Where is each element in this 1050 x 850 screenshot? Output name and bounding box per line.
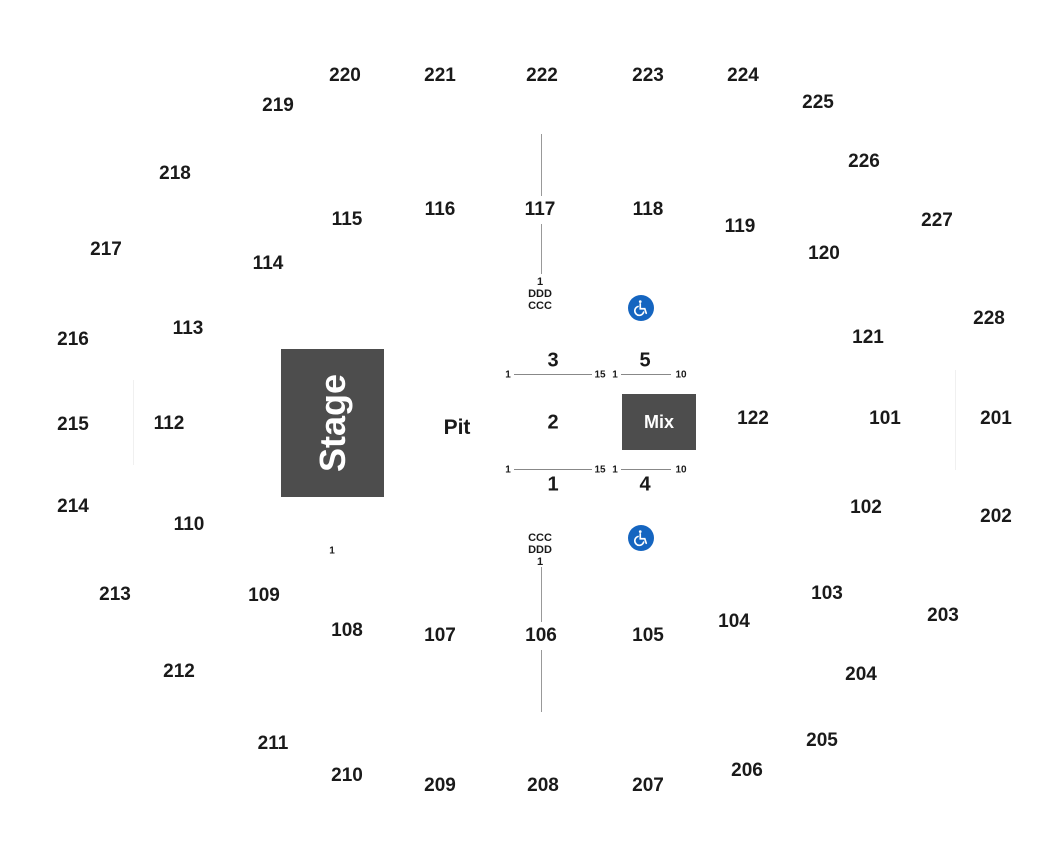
- section-110[interactable]: 110: [173, 514, 205, 535]
- section-101[interactable]: 101: [869, 408, 901, 429]
- section-211[interactable]: 211: [257, 733, 289, 754]
- section-117[interactable]: 117: [524, 199, 556, 220]
- boundary-line-right: [955, 370, 956, 470]
- boundary-line-left: [133, 380, 134, 465]
- stage: Stage: [281, 349, 384, 497]
- seat-line: [514, 374, 592, 375]
- section-223[interactable]: 223: [632, 65, 664, 86]
- section-109[interactable]: 109: [248, 585, 280, 606]
- row-label: CCC: [528, 300, 552, 312]
- row-labels-bottom: CCC DDD 1: [528, 532, 552, 568]
- floor-section-3[interactable]: 3: [547, 349, 559, 372]
- section-206[interactable]: 206: [731, 760, 763, 781]
- seat-number-end: 15: [594, 464, 606, 476]
- wheelchair-icon[interactable]: [628, 295, 654, 321]
- section-213[interactable]: 213: [99, 584, 131, 605]
- row-label: DDD: [528, 288, 552, 300]
- section-205[interactable]: 205: [806, 730, 838, 751]
- section-208[interactable]: 208: [527, 775, 559, 796]
- seat-number-end: 10: [675, 369, 687, 381]
- section-222[interactable]: 222: [526, 65, 558, 86]
- section-226[interactable]: 226: [848, 151, 880, 172]
- section-104[interactable]: 104: [718, 611, 750, 632]
- section-225[interactable]: 225: [802, 92, 834, 113]
- section-221[interactable]: 221: [424, 65, 456, 86]
- seat-number: 1: [329, 545, 335, 557]
- row-labels-top: 1 DDD CCC: [528, 276, 552, 312]
- row-label: 1: [536, 556, 544, 568]
- seat-number-start: 1: [612, 369, 618, 381]
- section-103[interactable]: 103: [811, 583, 843, 604]
- section-120[interactable]: 120: [808, 243, 840, 264]
- section-114[interactable]: 114: [252, 253, 284, 274]
- floor-section-4[interactable]: 4: [639, 473, 651, 496]
- section-105[interactable]: 105: [632, 625, 664, 646]
- aisle-line-top-lower: [541, 224, 542, 274]
- seat-line: [621, 469, 671, 470]
- row-label: 1: [536, 276, 544, 288]
- section-122[interactable]: 122: [737, 408, 769, 429]
- section-214[interactable]: 214: [57, 496, 89, 517]
- mix-booth: Mix: [622, 394, 696, 450]
- stage-label: Stage: [311, 373, 353, 473]
- section-102[interactable]: 102: [850, 497, 882, 518]
- aisle-line-bottom: [541, 650, 542, 712]
- section-201[interactable]: 201: [980, 408, 1012, 429]
- section-207[interactable]: 207: [632, 775, 664, 796]
- section-203[interactable]: 203: [927, 605, 959, 626]
- section-209[interactable]: 209: [424, 775, 456, 796]
- section-215[interactable]: 215: [57, 414, 89, 435]
- section-224[interactable]: 224: [727, 65, 759, 86]
- section-108[interactable]: 108: [331, 620, 363, 641]
- section-106[interactable]: 106: [525, 625, 557, 646]
- seat-line: [514, 469, 592, 470]
- wheelchair-icon[interactable]: [628, 525, 654, 551]
- floor-section-1[interactable]: 1: [547, 473, 559, 496]
- section-210[interactable]: 210: [331, 765, 363, 786]
- section-220[interactable]: 220: [329, 65, 361, 86]
- seat-number-start: 1: [612, 464, 618, 476]
- section-218[interactable]: 218: [159, 163, 191, 184]
- section-216[interactable]: 216: [57, 329, 89, 350]
- seat-line: [621, 374, 671, 375]
- seat-number-end: 15: [594, 369, 606, 381]
- section-115[interactable]: 115: [331, 209, 363, 230]
- section-219[interactable]: 219: [262, 95, 294, 116]
- section-113[interactable]: 113: [172, 318, 204, 339]
- section-204[interactable]: 204: [845, 664, 877, 685]
- section-107[interactable]: 107: [424, 625, 456, 646]
- section-212[interactable]: 212: [163, 661, 195, 682]
- aisle-line-top: [541, 134, 542, 196]
- section-121[interactable]: 121: [852, 327, 884, 348]
- row-label: CCC: [528, 532, 552, 544]
- section-202[interactable]: 202: [980, 506, 1012, 527]
- floor-section-5[interactable]: 5: [639, 349, 651, 372]
- section-116[interactable]: 116: [424, 199, 456, 220]
- seat-number-start: 1: [505, 369, 511, 381]
- seat-number-start: 1: [505, 464, 511, 476]
- section-217[interactable]: 217: [90, 239, 122, 260]
- section-112[interactable]: 112: [153, 413, 185, 434]
- section-228[interactable]: 228: [973, 308, 1005, 329]
- section-118[interactable]: 118: [632, 199, 664, 220]
- seat-number-end: 10: [675, 464, 687, 476]
- row-label: DDD: [528, 544, 552, 556]
- floor-section-2[interactable]: 2: [547, 411, 559, 434]
- pit-section[interactable]: Pit: [443, 416, 471, 439]
- section-119[interactable]: 119: [724, 216, 756, 237]
- section-227[interactable]: 227: [921, 210, 953, 231]
- aisle-line-bottom-upper: [541, 567, 542, 622]
